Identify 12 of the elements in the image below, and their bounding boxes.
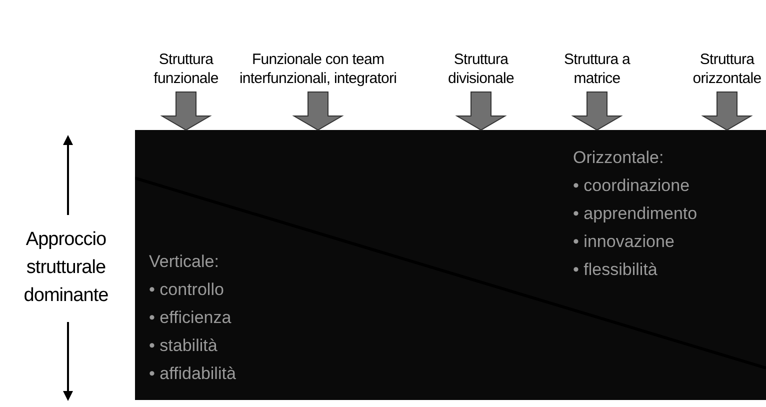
structure-label: Struttura a matrice	[549, 50, 645, 88]
panel-background	[135, 130, 766, 400]
block-arrow	[571, 92, 623, 131]
trait-list: Orizzontale: • coordinazione • apprendimento • innovazione • flessibilità	[573, 144, 698, 284]
structure-label: Struttura divisionale	[431, 50, 531, 88]
structure-label: Struttura orizzontale	[679, 50, 766, 88]
block-arrow	[701, 92, 753, 131]
block-arrow	[455, 92, 507, 131]
trait-list: Verticale: • controllo • efficienza • stabilità • affidabilità	[149, 248, 236, 388]
block-arrow	[292, 92, 344, 131]
axis-label: Approccio strutturale dominante	[22, 228, 110, 308]
block-arrow	[160, 92, 212, 131]
